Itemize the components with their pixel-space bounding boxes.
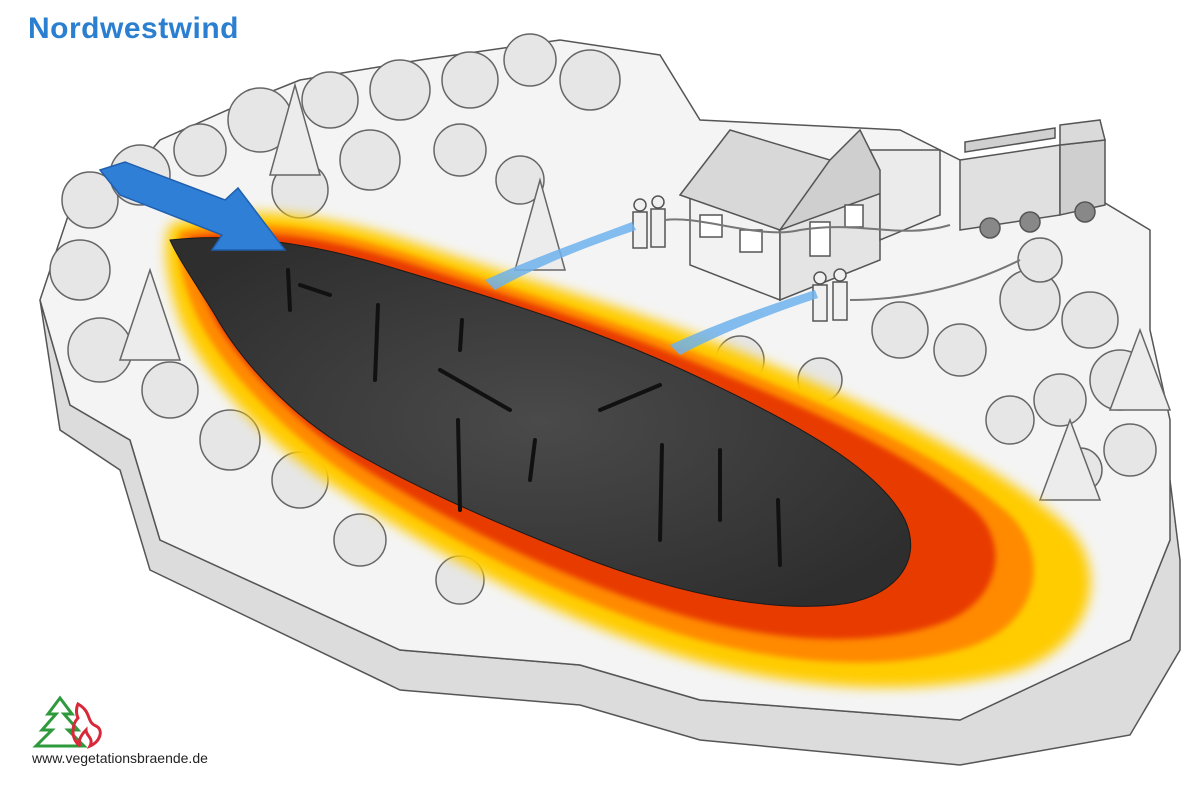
water-jets — [485, 222, 818, 355]
fire-hoses — [664, 218, 1021, 301]
charred-trees — [286, 268, 782, 567]
page-title: Nordwestwind — [28, 12, 240, 45]
burnt-area — [169, 237, 911, 607]
wind-arrow-icon — [98, 161, 287, 251]
fire-truck-icon — [959, 119, 1106, 239]
logo-icon — [32, 695, 102, 749]
conifer-trees — [118, 82, 1172, 501]
house-icon — [678, 128, 941, 302]
forest-trees — [49, 33, 1157, 605]
website-url: www.vegetationsbraende.de — [32, 750, 208, 766]
